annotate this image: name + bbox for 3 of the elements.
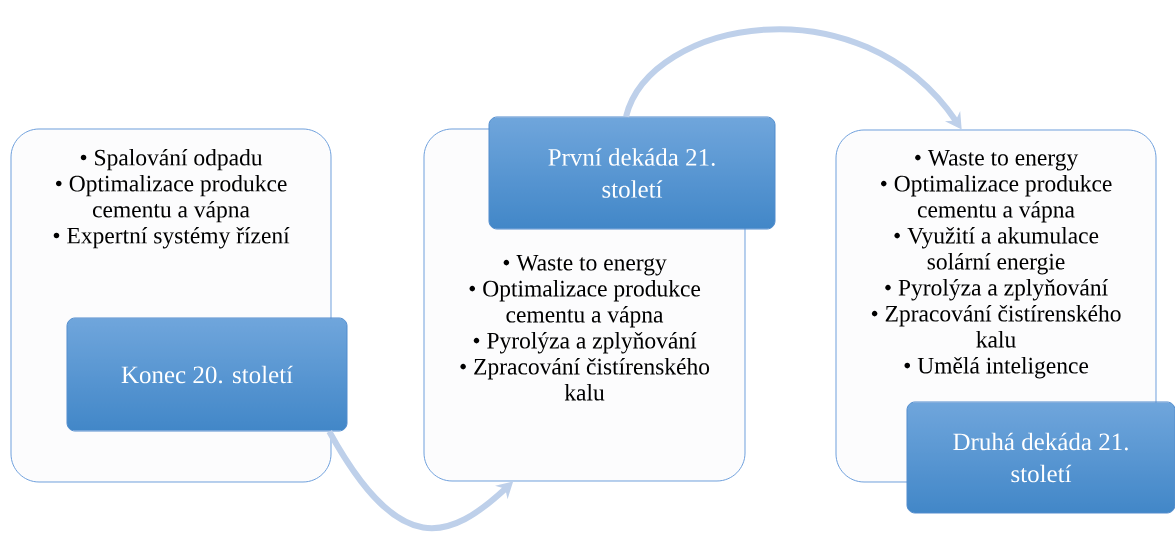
period-box: Druhá dekáda 21. století [906, 401, 1175, 514]
period-box: První dekáda 21. století [488, 116, 776, 230]
period-box: Konec 20. století [66, 317, 348, 432]
